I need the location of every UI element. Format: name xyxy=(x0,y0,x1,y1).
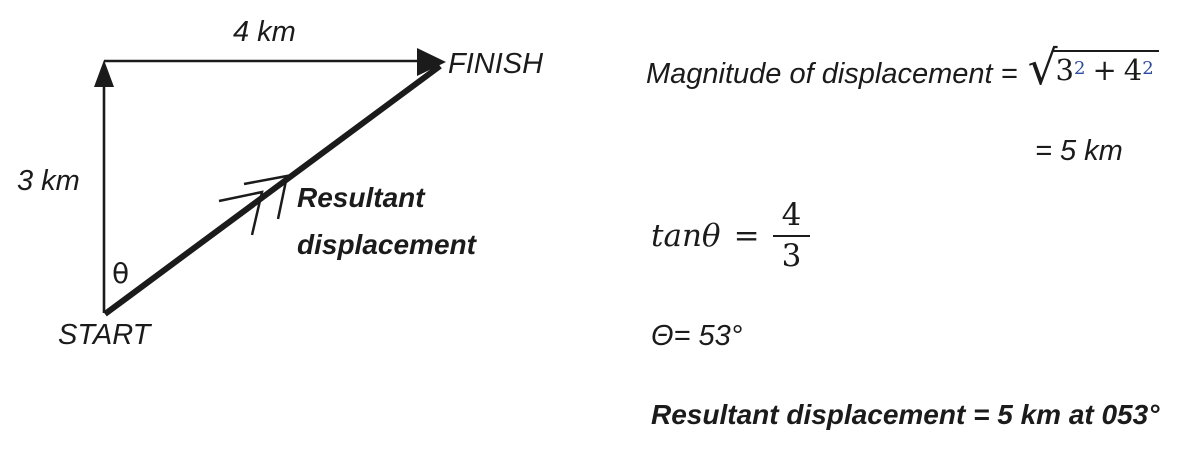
label-finish: FINISH xyxy=(448,48,544,80)
resultant-label-line2: displacement xyxy=(297,229,476,260)
equals-sign: = xyxy=(733,217,760,254)
square-root-expression: √ 32+42 xyxy=(1027,41,1159,96)
label-theta: θ xyxy=(112,257,130,290)
fraction-numerator: 4 xyxy=(781,197,802,233)
plus-sign: + xyxy=(1092,53,1117,87)
radicand-exponent: 2 xyxy=(1074,58,1086,79)
theta-result: Θ= 53° xyxy=(651,320,743,352)
resultant-label-line1: Resultant xyxy=(297,182,425,213)
label-3km: 3 km xyxy=(17,165,80,197)
resultant-double-arrowhead-left xyxy=(218,190,264,236)
tangent-lhs: tanθ xyxy=(651,217,721,254)
magnitude-equation-text: Magnitude of displacement = xyxy=(646,58,1018,90)
fraction: 4 3 xyxy=(772,196,811,276)
final-answer: Resultant displacement = 5 km at 053° xyxy=(651,399,1160,430)
radicand-base-4: 4 xyxy=(1123,53,1143,87)
vector-4km-arrowhead xyxy=(417,48,446,76)
radical-sign: √ xyxy=(1027,41,1058,96)
resultant-vector-line xyxy=(103,63,442,317)
label-4km: 4 km xyxy=(233,16,296,48)
label-start: START xyxy=(58,319,151,351)
displacement-triangle-diagram xyxy=(94,48,446,317)
radicand-base-3: 3 xyxy=(1055,53,1074,87)
resultant-double-arrowhead-right xyxy=(243,174,289,220)
tangent-equation: tanθ = 4 3 xyxy=(651,196,811,276)
vector-3km-arrowhead xyxy=(94,60,114,87)
magnitude-equation: Magnitude of displacement = √ 32+42 xyxy=(646,41,1159,96)
fraction-denominator: 3 xyxy=(772,234,811,276)
radicand: 32+42 xyxy=(1052,50,1159,87)
magnitude-result: = 5 km xyxy=(1035,135,1123,167)
radicand-exponent: 2 xyxy=(1142,58,1154,79)
